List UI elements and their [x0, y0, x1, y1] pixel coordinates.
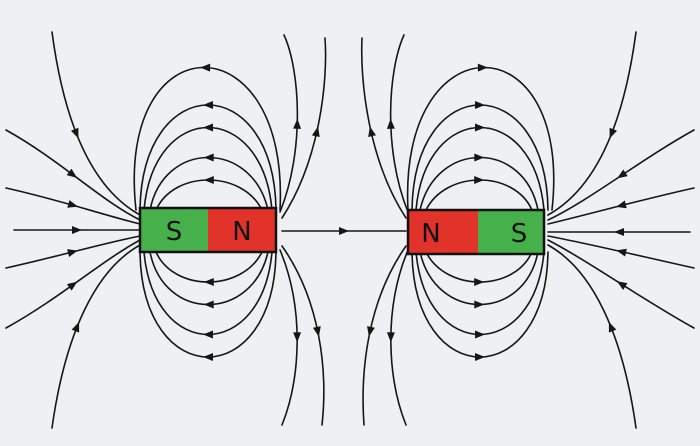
field-direction-arrow	[293, 332, 302, 343]
field-line	[547, 239, 695, 329]
pole-label-s: S	[166, 217, 183, 247]
field-line	[149, 156, 269, 211]
field-line	[279, 249, 298, 426]
field-direction-arrow	[616, 281, 628, 290]
field-direction-arrow	[293, 118, 302, 129]
field-direction-arrow	[203, 153, 214, 162]
field-line	[425, 179, 533, 211]
north-pole-block	[408, 210, 478, 254]
field-direction-arrow	[609, 127, 618, 139]
field-line	[149, 251, 269, 306]
field-direction-arrow	[203, 353, 214, 362]
field-direction-arrow	[616, 200, 627, 209]
field-direction-arrow	[203, 123, 214, 132]
pole-label-n: N	[232, 217, 251, 247]
magnet-outline	[406, 208, 546, 256]
field-line	[389, 34, 409, 213]
field-direction-arrow	[386, 118, 395, 129]
field-direction-arrow	[203, 300, 214, 309]
field-direction-arrow	[477, 63, 488, 72]
field-line	[5, 129, 141, 221]
field-direction-arrow	[67, 249, 78, 257]
field-direction-arrow	[70, 127, 79, 139]
field-line	[51, 244, 141, 429]
field-line	[5, 187, 141, 225]
field-line	[390, 249, 409, 426]
field-line	[547, 31, 637, 216]
field-line	[419, 156, 539, 211]
field-direction-arrow	[203, 277, 214, 286]
field-direction-arrow	[474, 176, 485, 185]
field-direction-arrow	[66, 281, 78, 291]
magnet-outline	[138, 206, 278, 254]
field-direction-arrow	[203, 330, 214, 339]
field-line	[547, 244, 637, 429]
field-direction-arrow	[339, 227, 349, 235]
south-pole-block	[478, 210, 544, 254]
south-pole-block	[140, 208, 208, 252]
field-direction-arrow	[311, 126, 320, 138]
field-line	[51, 31, 141, 216]
field-direction-arrow	[72, 226, 82, 234]
field-direction-arrow	[474, 123, 485, 132]
right-magnet: N S	[406, 208, 546, 256]
field-direction-arrow	[617, 169, 628, 179]
field-line	[425, 251, 533, 283]
field-direction-arrow	[67, 200, 78, 208]
field-direction-arrow	[616, 248, 627, 257]
field-direction-arrow	[608, 321, 617, 333]
field-direction-arrow	[66, 168, 78, 178]
field-direction-arrow	[368, 126, 376, 138]
field-line	[281, 37, 327, 219]
field-line	[419, 251, 539, 306]
field-direction-arrow	[614, 228, 624, 236]
field-line	[5, 235, 141, 269]
field-direction-arrow	[474, 330, 485, 339]
north-pole-block	[208, 208, 276, 252]
field-direction-arrow	[200, 63, 211, 72]
field-direction-arrow	[386, 332, 395, 343]
field-line	[155, 179, 263, 211]
field-direction-arrow	[367, 326, 375, 337]
field-line	[360, 37, 407, 219]
field-direction-arrow	[312, 326, 321, 337]
field-direction-arrow	[474, 153, 485, 162]
field-line	[155, 251, 263, 283]
pole-label-s: S	[511, 219, 528, 249]
field-line	[279, 34, 299, 213]
pole-label-n: N	[421, 219, 440, 249]
field-line	[547, 129, 695, 221]
left-magnet: S N	[138, 206, 278, 254]
field-direction-arrow	[474, 353, 485, 362]
field-direction-arrow	[474, 100, 485, 109]
field-direction-arrow	[474, 300, 485, 309]
field-line	[5, 239, 141, 329]
field-direction-arrow	[203, 176, 214, 185]
field-direction-arrow	[203, 100, 214, 109]
field-direction-arrow	[71, 321, 80, 333]
field-direction-arrow	[474, 277, 485, 286]
